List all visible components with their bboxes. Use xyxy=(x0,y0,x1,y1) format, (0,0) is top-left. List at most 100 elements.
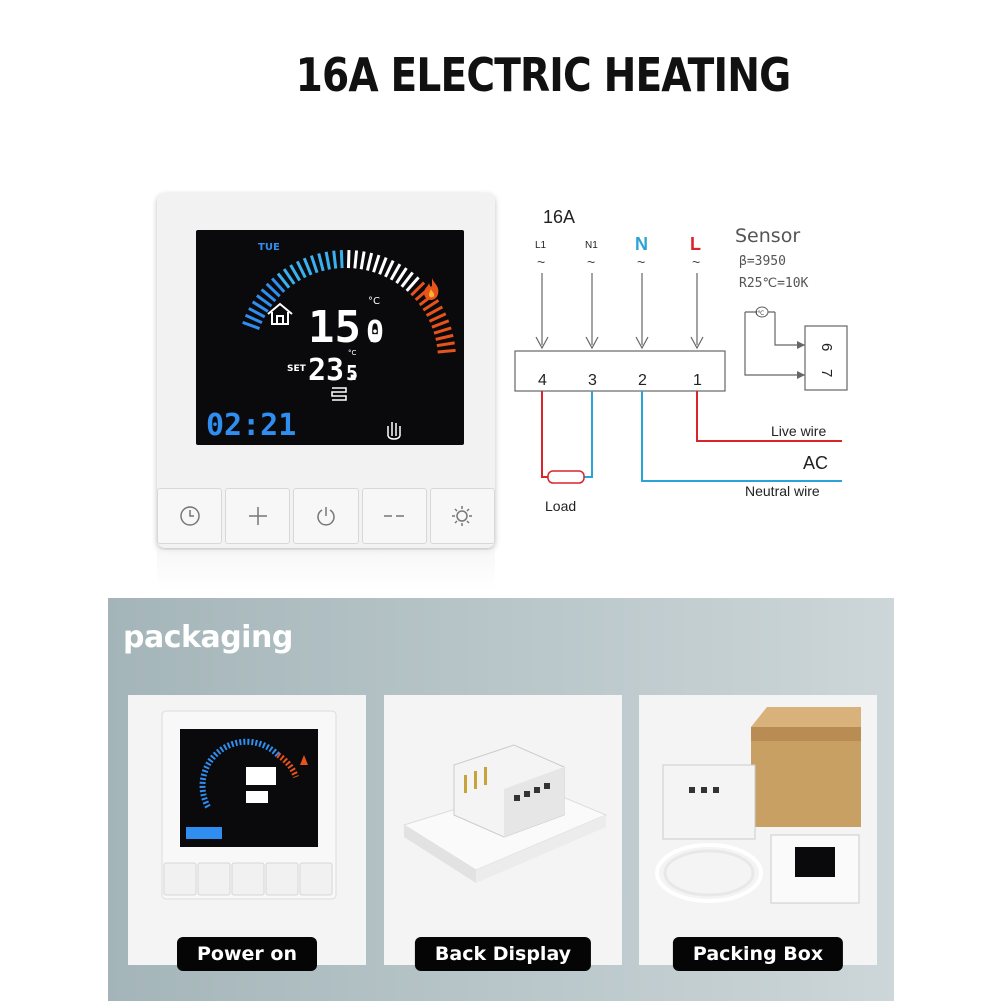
tilde-1: ~ xyxy=(537,254,545,270)
gauge-tick xyxy=(359,251,366,270)
packing-box-image xyxy=(655,707,861,904)
thermostat-device: TUE 15. 0 °C SET 23. 5 °C 02:21 xyxy=(157,193,496,548)
gauge-tick xyxy=(309,255,319,274)
load-resistor-icon xyxy=(547,470,585,484)
clock-button[interactable] xyxy=(157,488,223,544)
sun-icon xyxy=(452,506,473,526)
flame-icon xyxy=(424,278,439,300)
gauge-tick xyxy=(265,282,281,298)
gauge-tick xyxy=(437,348,456,354)
plus-icon xyxy=(248,507,267,525)
power-button[interactable] xyxy=(293,488,359,544)
temperature-gauge-icon xyxy=(242,249,456,354)
load-label: Load xyxy=(545,498,576,514)
sensor-title: Sensor xyxy=(735,225,800,247)
page-title: 16A ELECTRIC HEATING xyxy=(295,48,791,102)
sensor-terminal-6: 6 xyxy=(818,343,835,351)
caption-power-on: Power on xyxy=(177,937,317,971)
gauge-tick xyxy=(389,263,402,281)
gauge-tick xyxy=(242,320,261,330)
gauge-tick xyxy=(422,299,440,312)
terminal-1: 1 xyxy=(693,372,702,389)
set-temperature: 23. xyxy=(308,353,362,388)
home-icon xyxy=(267,302,293,325)
gauge-tick xyxy=(365,252,374,271)
neutral-wire-line xyxy=(641,391,842,482)
gauge-tick xyxy=(256,294,273,308)
packaging-card-back-display: Back Display xyxy=(384,695,622,971)
gauge-tick xyxy=(271,277,286,293)
terminal-4: 4 xyxy=(538,372,547,389)
label-n1: N1 xyxy=(585,240,598,251)
gauge-tick xyxy=(378,257,388,275)
sensor-terminal-7: 7 xyxy=(818,369,835,377)
thermostat-back-image xyxy=(402,744,608,883)
rating-label: 16A xyxy=(543,207,575,227)
gauge-tick xyxy=(317,253,325,272)
gauge-tick xyxy=(260,288,277,303)
neutral-wire-label: Neutral wire xyxy=(745,483,820,499)
set-temperature-decimal: 5 xyxy=(346,361,358,385)
gauge-tick xyxy=(431,319,450,329)
wiring-diagram: 16A L1 N1 N L ~ ~ ~ ~ 4 3 2 1 Sensor β=3… xyxy=(514,207,848,514)
set-temperature-unit: °C xyxy=(348,349,357,357)
thermostat-button-row xyxy=(157,488,496,544)
sensor-r25: R25℃=10K xyxy=(739,276,809,291)
plus-button[interactable] xyxy=(225,488,291,544)
packaging-section: packaging Power on xyxy=(108,598,894,1001)
gauge-tick xyxy=(276,272,291,289)
gauge-tick xyxy=(400,271,414,288)
minus-button[interactable] xyxy=(361,488,427,544)
packaging-card-power-on: Power on xyxy=(128,695,366,971)
label-l: L xyxy=(690,234,701,254)
tilde-3: ~ xyxy=(637,254,645,270)
sensor-symbol-icon xyxy=(755,306,769,318)
gauge-tick xyxy=(372,254,381,273)
gauge-tick xyxy=(248,307,266,319)
clock-icon xyxy=(179,506,200,526)
gauge-tick xyxy=(302,257,313,276)
minus-icon xyxy=(384,515,405,517)
gauge-tick xyxy=(282,268,296,285)
terminal-3: 3 xyxy=(588,372,597,389)
brightness-button[interactable] xyxy=(429,488,496,544)
live-wire-line xyxy=(696,391,842,442)
gauge-tick xyxy=(339,250,344,269)
device-reflection xyxy=(157,550,495,590)
gauge-tick xyxy=(324,251,331,270)
sensor-symbol: t℃ xyxy=(756,311,765,317)
gauge-tick xyxy=(353,250,359,269)
sensor-terminal-block xyxy=(804,325,848,391)
gauge-tick xyxy=(395,267,408,284)
gauge-tick xyxy=(410,281,426,297)
sensor-wiring xyxy=(744,311,805,376)
sensor-beta: β=3950 xyxy=(739,254,786,269)
thermostat-screen: TUE 15. 0 °C SET 23. 5 °C 02:21 xyxy=(196,230,464,445)
terminal-2: 2 xyxy=(638,372,647,389)
power-icon xyxy=(317,507,335,526)
gauge-tick xyxy=(425,305,444,317)
packaging-title: packaging xyxy=(123,620,293,655)
packaging-card-packing-box: Packing Box xyxy=(639,695,877,971)
tilde-2: ~ xyxy=(587,254,595,270)
load-wire-red xyxy=(541,391,550,478)
input-arrows xyxy=(535,273,704,350)
thermostat-front-image xyxy=(161,710,337,900)
label-l1: L1 xyxy=(535,240,547,251)
gauge-tick xyxy=(428,312,447,323)
terminal-block xyxy=(514,350,726,392)
current-temperature-decimal: 0 xyxy=(366,315,384,350)
clock-display: 02:21 xyxy=(206,408,296,443)
current-temperature: 15. xyxy=(308,302,387,353)
caption-packing-box: Packing Box xyxy=(672,937,844,971)
gauge-tick xyxy=(332,250,338,269)
floor-heating-icon xyxy=(331,387,347,401)
live-wire-label: Live wire xyxy=(771,423,826,439)
gauge-tick xyxy=(244,313,263,324)
gauge-tick xyxy=(251,300,269,313)
gauge-tick xyxy=(436,341,455,348)
load-wire-blue xyxy=(582,391,593,478)
temperature-unit: °C xyxy=(368,296,380,307)
gauge-tick xyxy=(435,333,454,341)
gauge-tick xyxy=(433,326,452,335)
